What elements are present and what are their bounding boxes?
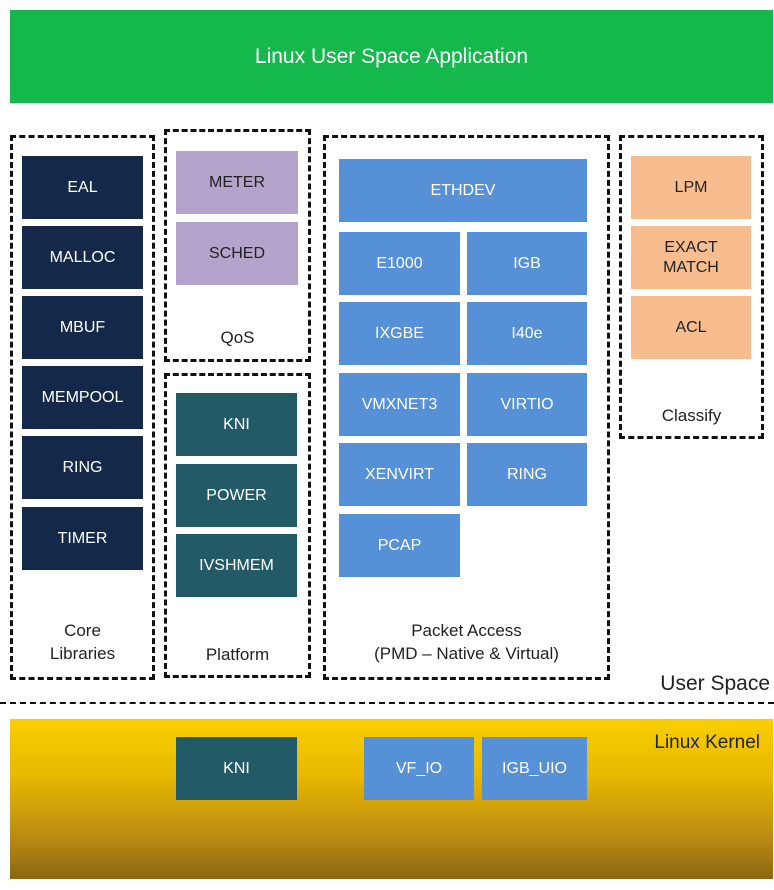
core-item-ring: RING — [22, 436, 143, 499]
platform-caption: Platform — [205, 645, 270, 664]
qos-group — [164, 129, 311, 362]
packet-item-pcap: PCAP — [339, 514, 460, 577]
packet-item-virtio: VIRTIO — [467, 373, 587, 436]
packet-item-xenvirt: XENVIRT — [339, 443, 460, 506]
packet-item-ethdev: ETHDEV — [339, 159, 587, 222]
kernel-item-kni: KNI — [176, 737, 297, 800]
core-libraries-caption: Core Libraries — [49, 621, 116, 663]
classify-caption: Classify — [661, 406, 722, 425]
header-title: Linux User Space Application — [254, 44, 529, 68]
platform-item-ivshmem: IVSHMEM — [176, 534, 297, 597]
user-space-label: User Space — [660, 672, 770, 695]
core-item-malloc: MALLOC — [22, 226, 143, 289]
classify-item-lpm: LPM — [631, 156, 751, 219]
user-space-application-header: Linux User Space Application — [10, 10, 773, 103]
qos-caption: QoS — [220, 328, 255, 347]
linux-kernel-label: Linux Kernel — [654, 732, 760, 753]
platform-group — [164, 373, 311, 678]
packet-item-e1000: E1000 — [339, 232, 460, 295]
packet-item-ring: RING — [467, 443, 587, 506]
core-item-mbuf: MBUF — [22, 296, 143, 359]
classify-group — [619, 135, 764, 439]
packet-item-i40e: I40e — [467, 302, 587, 365]
platform-item-kni: KNI — [176, 393, 297, 456]
kernel-item-igb-uio: IGB_UIO — [482, 737, 587, 800]
core-item-timer: TIMER — [22, 507, 143, 570]
classify-item-exact-match: EXACT MATCH — [631, 226, 751, 289]
packet-access-group — [323, 135, 610, 680]
packet-item-vmxnet3: VMXNET3 — [339, 373, 460, 436]
core-item-eal: EAL — [22, 156, 143, 219]
packet-item-igb: IGB — [467, 232, 587, 295]
user-kernel-divider — [0, 702, 774, 704]
classify-item-acl: ACL — [631, 296, 751, 359]
core-libraries-group — [10, 135, 155, 680]
packet-item-ixgbe: IXGBE — [339, 302, 460, 365]
platform-item-power: POWER — [176, 464, 297, 527]
qos-item-sched: SCHED — [176, 222, 298, 285]
core-item-mempool: MEMPOOL — [22, 366, 143, 429]
kernel-item-vf-io: VF_IO — [364, 737, 474, 800]
qos-item-meter: METER — [176, 151, 298, 214]
packet-access-caption: Packet Access (PMD – Native & Virtual) — [374, 621, 559, 663]
